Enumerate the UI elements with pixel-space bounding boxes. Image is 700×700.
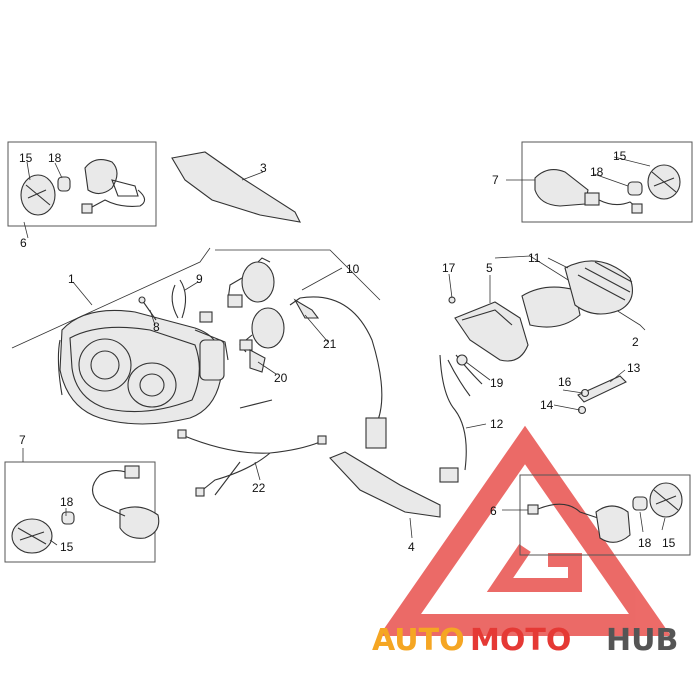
headlight-housing: [59, 309, 223, 425]
connector-12: [439, 467, 459, 483]
signal-body-d: [595, 505, 631, 543]
lamp-holder-lower: [239, 307, 285, 353]
bulb-18-b: [627, 181, 643, 196]
watermark-hub: HUB: [606, 623, 678, 658]
watermark-moto: MOTO: [470, 623, 571, 658]
callout-2: 2: [632, 335, 639, 349]
screw-8: [138, 296, 157, 321]
bulb-18-c: [61, 511, 75, 525]
signal-body-c: [119, 506, 160, 539]
callout-7: 7: [492, 173, 499, 187]
callout-6: 6: [490, 504, 497, 518]
callout-18: 18: [638, 536, 652, 550]
frame-turn-signal-rear-left: [4, 461, 156, 563]
callout-8: 8: [153, 320, 160, 334]
callout-14: 14: [540, 398, 554, 412]
connector-10: [365, 417, 387, 449]
turn-signal-assembly-rear-left: [11, 465, 160, 554]
callout-5: 5: [486, 261, 493, 275]
turn-signal-assembly-rear-right: [527, 482, 683, 543]
taillight-lens-11: [564, 260, 633, 315]
callout-12: 12: [490, 417, 504, 431]
signal-stem-b: [584, 192, 600, 206]
signal-body-a: [84, 159, 118, 195]
plate-13: [577, 375, 627, 403]
wiring-harness-22: [177, 429, 327, 497]
callout-9: 9: [196, 272, 203, 286]
signal-body-b: [534, 169, 589, 207]
connector-c: [124, 465, 140, 479]
callout-10: 10: [346, 262, 360, 276]
callout-16: 16: [558, 375, 572, 389]
wire-clip-9: [171, 279, 213, 323]
wiring-12: [439, 354, 483, 483]
bolt: [239, 399, 273, 409]
frame-turn-signal-front-left: [7, 141, 157, 227]
cover-3: [171, 151, 301, 223]
cover-4: [329, 451, 441, 518]
bracket-lamp-group: [215, 249, 381, 301]
callout-18: 18: [590, 165, 604, 179]
bulb-21: [293, 298, 320, 319]
wiring-10: [289, 296, 387, 449]
headlight-assembly: [57, 309, 229, 425]
callout-7: 7: [19, 433, 26, 447]
watermark-auto: AUTO: [372, 623, 465, 658]
callout-20: 20: [274, 371, 288, 385]
callout-15: 15: [60, 540, 74, 554]
frame-turn-signal-rear-right: [519, 474, 691, 556]
lamp-holder-upper: [227, 257, 275, 308]
callout-18: 18: [60, 495, 74, 509]
bulb-18-d: [632, 496, 648, 511]
callout-3: 3: [260, 161, 267, 175]
turn-signal-assembly-front-left: [20, 159, 146, 216]
turn-signal-assembly-front-right: [534, 164, 681, 214]
callout-15: 15: [662, 536, 676, 550]
callout-17: 17: [442, 261, 456, 275]
frame-turn-signal-front-right: [521, 141, 693, 223]
bulb-18-a: [57, 176, 71, 192]
callout-15: 15: [19, 151, 33, 165]
connector-d: [527, 504, 539, 515]
connector-b: [631, 203, 643, 214]
callout-11: 11: [528, 251, 541, 265]
callout-1: 1: [68, 272, 75, 286]
bulb-20: [249, 349, 266, 373]
callout-15: 15: [613, 149, 627, 163]
callout-22: 22: [252, 481, 266, 495]
watermark-autmotohub: AUTO MOTO HUB: [372, 623, 678, 658]
callout-19: 19: [490, 376, 504, 390]
callout-4: 4: [408, 540, 415, 554]
callout-6: 6: [20, 236, 27, 250]
bulb-19: [456, 354, 468, 366]
leader-lines: [22, 156, 666, 546]
callout-21: 21: [323, 337, 337, 351]
connector-a: [81, 203, 93, 214]
callout-13: 13: [627, 361, 641, 375]
callout-18: 18: [48, 151, 62, 165]
watermark-logo-mark: [378, 425, 672, 636]
taillight-housing-5: [454, 301, 529, 362]
taillight-base-2: [521, 286, 581, 328]
